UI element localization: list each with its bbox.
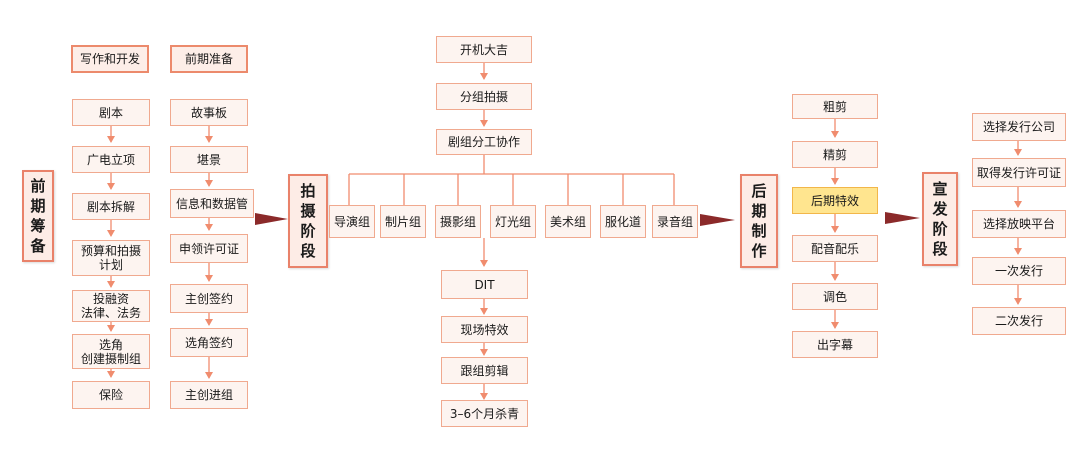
node-camera-group: 摄影组 (435, 205, 481, 238)
node-choose-platform: 选择放映平台 (972, 210, 1066, 238)
node-onset-editing: 跟组剪辑 (441, 357, 528, 384)
node-dit: DIT (441, 270, 528, 299)
stage-prep: 前 期 筹 备 (22, 170, 54, 262)
node-choose-distributor: 选择发行公司 (972, 113, 1066, 141)
node-dubbing-music: 配音配乐 (792, 235, 878, 262)
node-lighting-group: 灯光组 (490, 205, 536, 238)
node-budget-plan: 预算和拍摄 计划 (72, 240, 150, 276)
header-writing-dev: 写作和开发 (71, 45, 149, 73)
node-art-group: 美术组 (545, 205, 591, 238)
stage-shoot: 拍 摄 阶 段 (288, 174, 328, 268)
node-fine-cut: 精剪 (792, 141, 878, 168)
node-script: 剧本 (72, 99, 150, 126)
node-script-breakdown: 剧本拆解 (72, 193, 150, 220)
header-preproduction: 前期准备 (170, 45, 248, 73)
stage-arrow (700, 214, 735, 226)
node-data-management: 信息和数据管 (170, 189, 254, 218)
node-color-grading: 调色 (792, 283, 878, 310)
stage-arrow (885, 212, 920, 224)
node-financing-legal: 投融资 法律、法务 (72, 290, 150, 322)
node-permits: 申领许可证 (170, 234, 248, 263)
node-costume-makeup-props: 服化道 (600, 205, 646, 238)
node-sound-group: 录音组 (652, 205, 698, 238)
node-wrap: 3–6个月杀青 (441, 400, 528, 427)
node-cast-contracts: 选角签约 (170, 328, 248, 357)
stage-release: 宣 发 阶 段 (922, 172, 958, 266)
node-first-release: 一次发行 (972, 257, 1066, 285)
node-start-shooting: 开机大吉 (436, 36, 532, 63)
node-subtitles: 出字幕 (792, 331, 878, 358)
stage-arrow (255, 213, 288, 225)
node-key-crew-join: 主创进组 (170, 381, 248, 409)
node-crew-collaboration: 剧组分工协作 (436, 129, 532, 155)
node-post-vfx: 后期特效 (792, 187, 878, 214)
node-approval: 广电立项 (72, 146, 150, 173)
node-unit-shooting: 分组拍摄 (436, 83, 532, 110)
node-storyboard: 故事板 (170, 99, 248, 126)
node-director-group: 导演组 (329, 205, 375, 238)
node-onset-vfx: 现场特效 (441, 316, 528, 343)
node-rough-cut: 粗剪 (792, 94, 878, 119)
node-production-group: 制片组 (380, 205, 426, 238)
node-insurance: 保险 (72, 381, 150, 409)
node-location-scout: 堪景 (170, 146, 248, 173)
node-casting-crew: 选角 创建摄制组 (72, 334, 150, 369)
node-second-release: 二次发行 (972, 307, 1066, 335)
node-distribution-license: 取得发行许可证 (972, 158, 1066, 187)
node-key-contracts: 主创签约 (170, 284, 248, 313)
stage-post: 后 期 制 作 (740, 174, 778, 268)
